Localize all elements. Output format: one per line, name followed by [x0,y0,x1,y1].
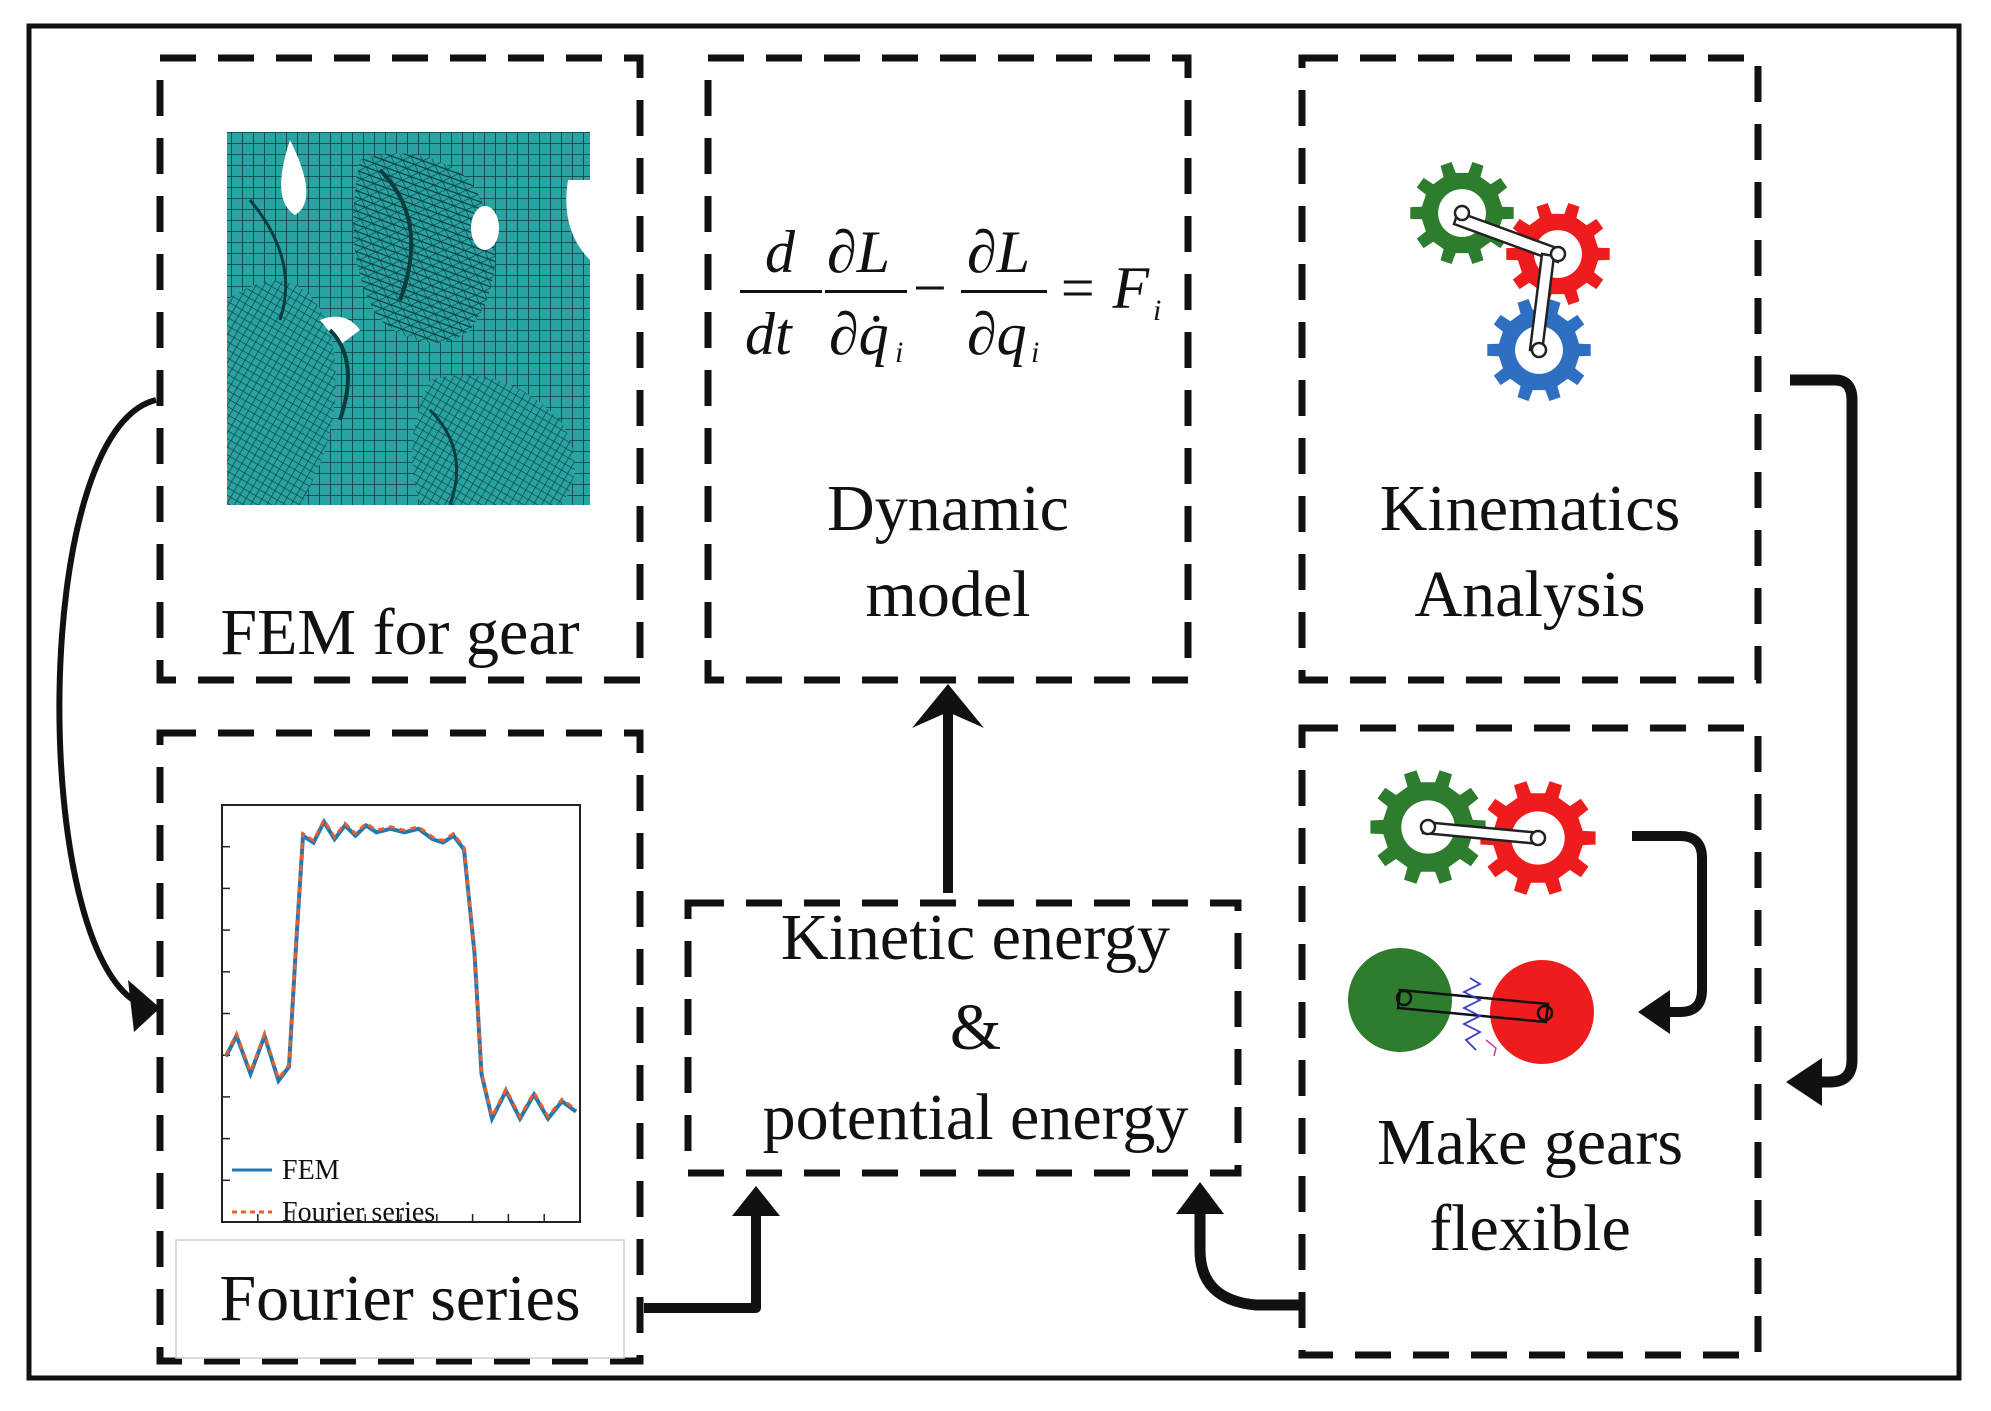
eq-d: d [765,219,795,285]
eq-fraction-bar-1 [740,290,822,293]
fem-mesh-image [227,132,590,505]
energy-label-line3: potential energy [762,1081,1189,1154]
flexible-box [1298,724,1762,1359]
eq-equals: = F [1057,255,1150,321]
damper-icon [1485,1039,1497,1057]
kinematics-label-line1: Kinematics [1379,472,1681,545]
energy-label-line2: & [949,991,1002,1064]
eq-dt: dt [745,301,792,367]
fourier-label-backing [175,1239,625,1359]
eq-fraction-bar-2 [825,290,907,293]
linkage-rods [1452,204,1567,359]
eq-fraction-bar-3 [961,290,1047,293]
chart-frame [221,804,581,1223]
eq-sub-i2: i [1031,336,1040,369]
arrow-gears-to-disks [1632,831,1707,1017]
arrowhead-energy-to-dynamic [912,684,984,728]
arrowhead-kinematics-to-flexible [1786,1058,1822,1106]
fem-box [156,54,644,684]
outer-frame [26,23,1962,1381]
legend-fem-label: FEM [282,1155,340,1186]
kinematics-box [1298,54,1762,684]
arrow-fem-to-fourier [56,397,157,1007]
arrow-flexible-to-energy [1194,1200,1300,1311]
eq-dq: ∂q [967,301,1027,367]
dynamic-label-line2: model [865,558,1031,631]
eq-minus: − [913,255,947,321]
disk-rod [1395,988,1554,1024]
flexible-gears [1348,770,1596,1064]
arrowhead-gears-to-disks [1638,990,1670,1034]
arrowhead-fem-to-fourier [128,980,160,1032]
red-disk [1490,960,1594,1064]
eq-sub-i3: i [1153,294,1162,327]
lagrange-equation: d dt ∂L ∂q̇ i − ∂L ∂q i = F i [735,218,1175,388]
eq-dL1: ∂L [827,219,891,285]
fourier-chart: FEM Fourier series [175,804,625,1359]
fem-label: FEM for gear [220,596,580,669]
dynamic-box [704,54,1192,684]
eq-dL2: ∂L [967,219,1031,285]
legend-fourier-label: Fourier series [282,1197,435,1228]
arrowhead-flexible-to-energy [1176,1182,1224,1214]
flexible-label-line1: Make gears [1376,1106,1684,1179]
eq-dqdot: ∂q̇ [829,301,889,367]
fourier-series-line [224,816,577,1121]
flexible-label-line2: flexible [1429,1192,1631,1265]
spring-icon [1461,977,1483,1051]
fourier-box [156,729,644,1365]
arrowhead-fourier-to-energy [732,1186,780,1216]
eq-sub-i1: i [895,336,904,369]
dynamic-label-line1: Dynamic [827,472,1069,545]
fourier-label: Fourier series [219,1262,581,1335]
linkage-rod [1419,818,1547,847]
energy-label-line1: Kinetic energy [780,901,1171,974]
arrow-fourier-to-energy [644,1208,761,1313]
kinematics-label-line2: Analysis [1414,558,1646,631]
kinematics-gears [1410,162,1610,401]
arrow-kinematics-to-flexible [1790,374,1858,1088]
